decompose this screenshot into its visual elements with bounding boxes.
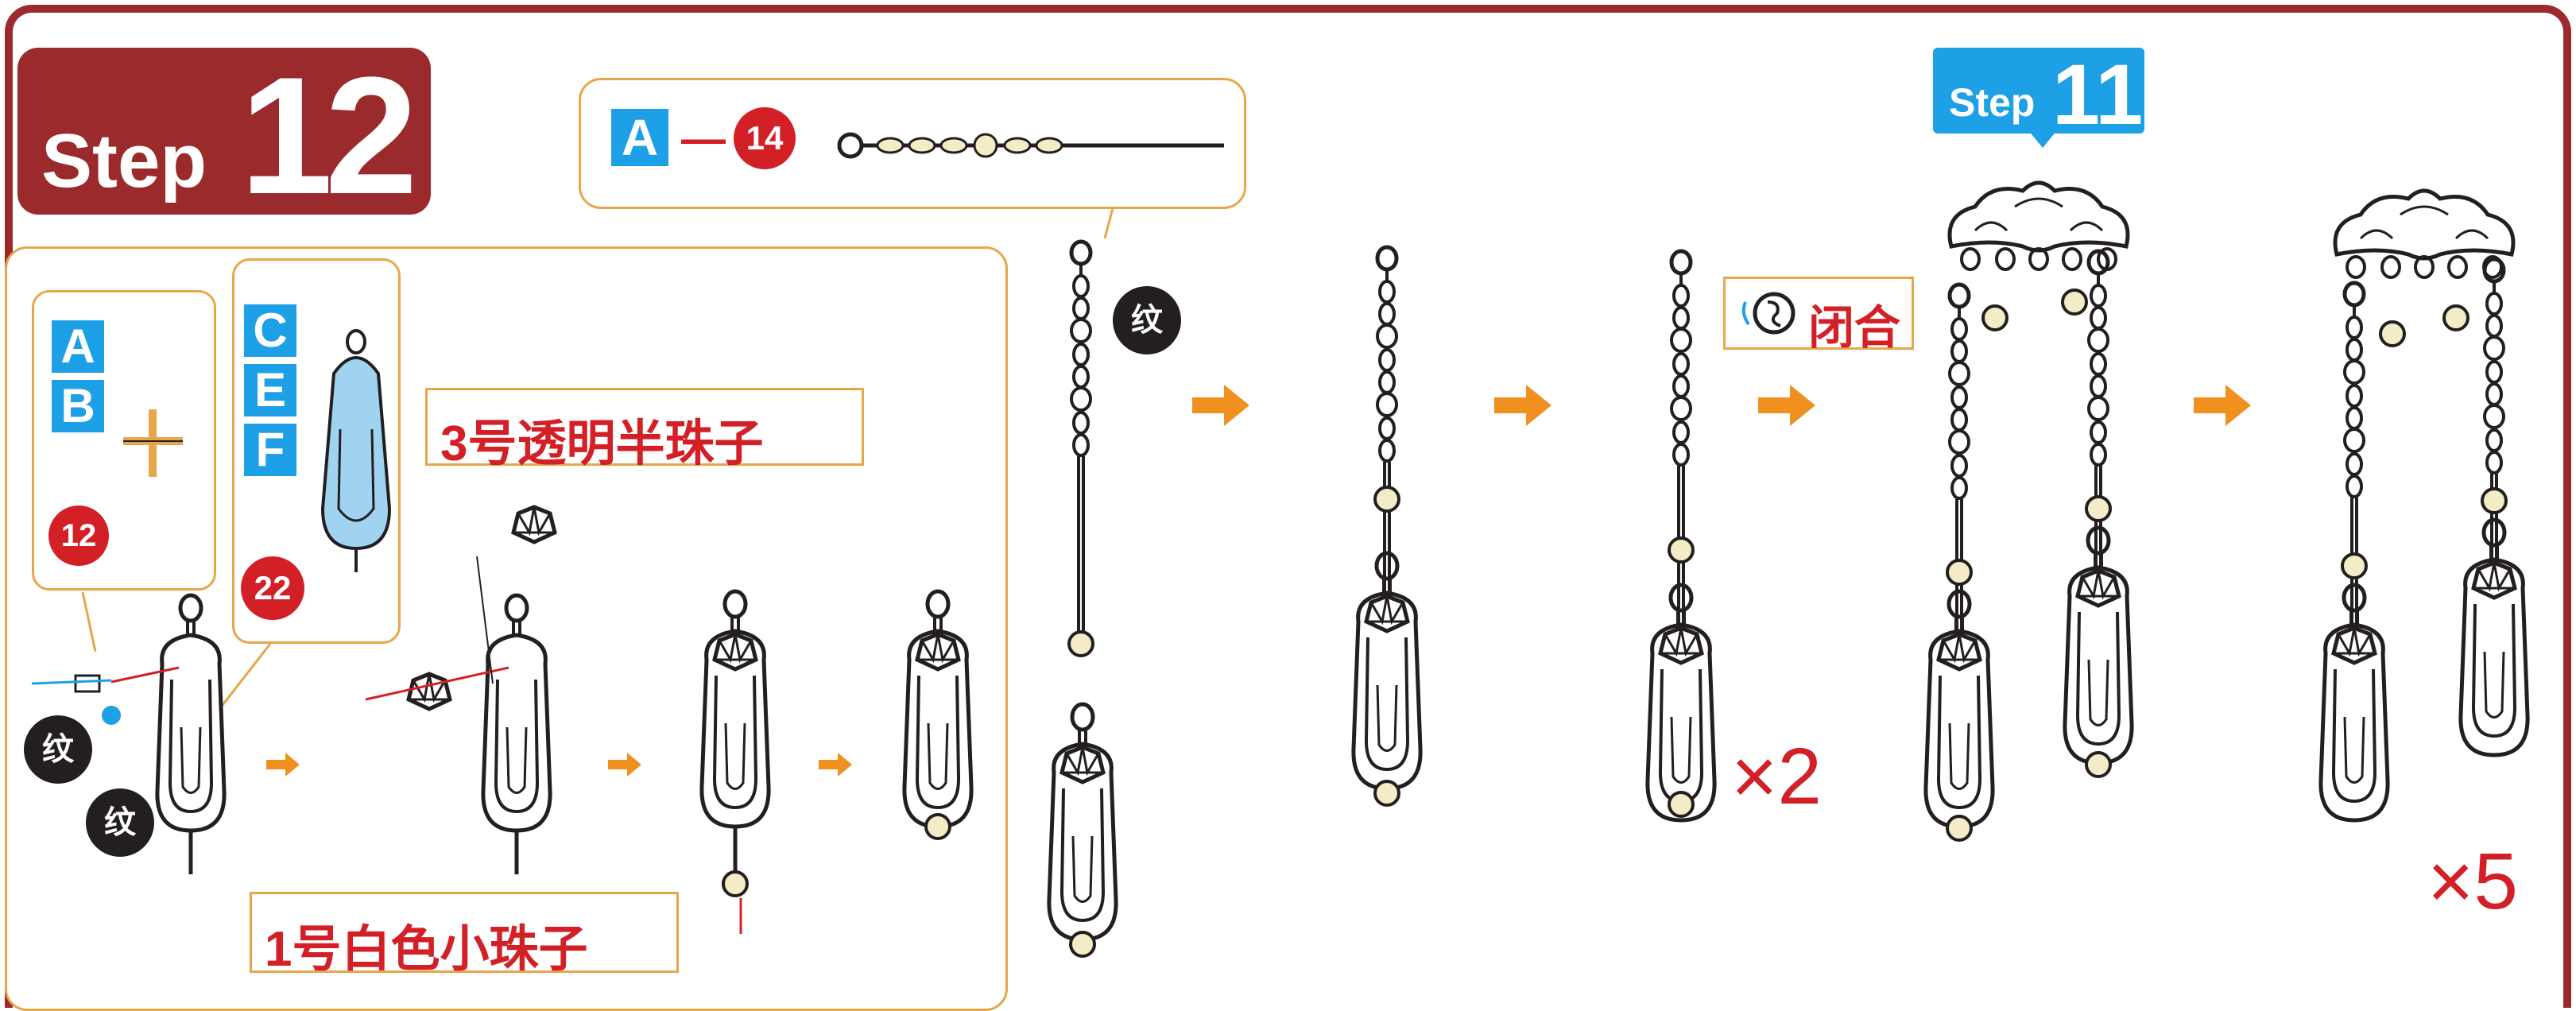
ornament-stage-8 (1950, 183, 2128, 269)
small-bead-final-a (2380, 322, 2404, 346)
bead-stage-7 (1669, 538, 1693, 562)
bead-stage-8-right (2086, 497, 2110, 521)
flow-arrow-7 (2194, 385, 2251, 426)
small-bead-8b (2063, 290, 2086, 314)
pendant-stage-2 (483, 595, 550, 831)
chain-stage-5 (1071, 242, 1090, 634)
end-bead-stage-8-left (1947, 816, 1971, 840)
end-bead-stage-8-right (2086, 753, 2110, 777)
crystal-stage-8-left (1939, 634, 1980, 669)
flow-arrow-4 (1192, 385, 1249, 426)
crystal-stage-6 (1366, 596, 1408, 631)
crystal-stage-7 (1660, 628, 1702, 663)
flow-arrow-5 (1494, 385, 1551, 426)
crystal-stage-8-right (2078, 571, 2119, 606)
pendant-stage-6 (1354, 553, 1420, 788)
pendant-stage-4 (905, 591, 971, 827)
pendant-stage-7 (1648, 585, 1714, 820)
end-bead-stage-7 (1669, 792, 1693, 816)
crystal-stage-5 (1062, 747, 1103, 782)
flow-arrow-2 (608, 753, 641, 777)
bead-stage-6 (1375, 487, 1399, 511)
crystal-final-left (2334, 628, 2375, 663)
chain-stage-6 (1377, 247, 1396, 640)
flow-arrow-3 (819, 753, 852, 777)
part-blue-pendant (323, 331, 389, 572)
bead-final-right (2482, 489, 2506, 513)
crystal-stage-3 (715, 634, 756, 669)
pendant-final-left (2321, 585, 2388, 820)
white-bead-stage-3 (723, 872, 747, 896)
small-bead-8a (1983, 306, 2007, 330)
part-14-chain (839, 134, 1224, 157)
part-cross (123, 409, 183, 477)
pendant-stage-8-left (1926, 591, 1993, 827)
end-bead-stage-5 (1071, 932, 1094, 956)
chain-final-left (2345, 283, 2364, 676)
end-bead-stage-6 (1375, 781, 1399, 805)
crystal-stage-4 (917, 634, 959, 669)
crystal-bead-icon (513, 507, 555, 542)
pendant-final-right (2461, 520, 2528, 755)
close-ring-icon (1744, 294, 1793, 332)
pendant-stage-3 (702, 591, 769, 827)
flow-arrow-1 (266, 753, 300, 777)
white-bead-stage-4 (926, 815, 950, 839)
pendant-stage-8-right (2065, 528, 2132, 763)
bead-stage-5 (1069, 632, 1093, 656)
pendant-stage-5 (1049, 704, 1116, 939)
pendant-stage-1 (157, 595, 224, 831)
small-bead-final-b (2444, 306, 2468, 330)
flow-arrow-6 (1758, 385, 1815, 426)
bead-stage-8-left (1947, 560, 1971, 584)
bead-final-left (2342, 554, 2366, 578)
crystal-bead-detached (409, 674, 450, 709)
crystal-final-right (2473, 563, 2515, 598)
